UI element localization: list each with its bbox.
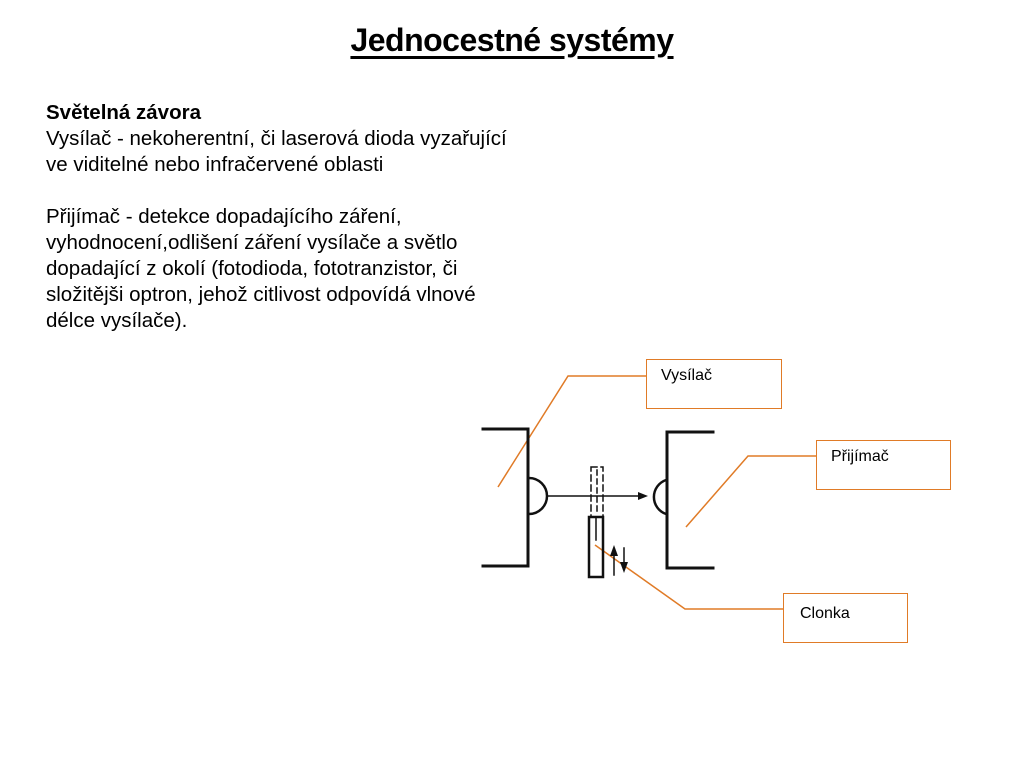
shutter-up-arrowhead bbox=[610, 545, 618, 556]
shutter-open-position bbox=[590, 466, 604, 518]
transmitter-leader-line bbox=[497, 375, 646, 488]
transmitter-callout: Vysílač bbox=[646, 359, 782, 409]
shutter-plate bbox=[587, 515, 605, 579]
section-heading: Světelná závora bbox=[46, 101, 201, 124]
shutter-leader-line bbox=[594, 544, 783, 610]
receiver-callout: Přijímač bbox=[816, 440, 951, 490]
receiver-lens bbox=[652, 478, 668, 516]
receiver-housing bbox=[665, 430, 715, 570]
transmitter-housing bbox=[481, 427, 530, 568]
shutter-callout: Clonka bbox=[783, 593, 908, 643]
slide-title: Jednocestné systémy bbox=[350, 22, 674, 58]
body-text: Světelná závora Vysílač - nekoherentní, … bbox=[46, 100, 526, 334]
transmitter-callout-label: Vysílač bbox=[661, 367, 712, 384]
shutter-down-arrowhead bbox=[620, 562, 628, 573]
shutter-callout-label: Clonka bbox=[800, 605, 850, 622]
receiver-leader-line bbox=[685, 455, 816, 528]
receiver-callout-label: Přijímač bbox=[831, 448, 889, 465]
transmitter-description: Vysílač - nekoherentní, či laserová diod… bbox=[46, 127, 507, 176]
light-beam-arrowhead bbox=[638, 492, 648, 500]
receiver-description: Přijímač - detekce dopadajícího záření, … bbox=[46, 205, 476, 332]
transmitter-lens bbox=[527, 476, 549, 516]
